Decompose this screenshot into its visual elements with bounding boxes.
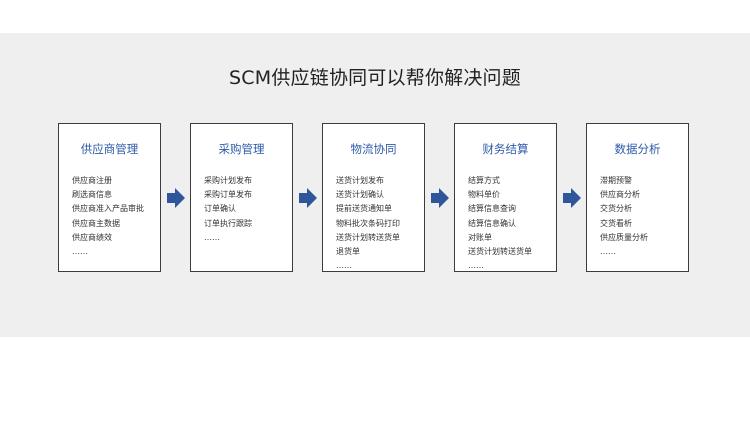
feature-item: 送货计划发布	[336, 176, 384, 185]
module-card-supplier-management: 供应商管理 供应商注册 刷选商信息 供应商准入产品审批 供应商主数据 供应商绩效…	[58, 123, 161, 272]
feature-item: 交货看析	[600, 218, 632, 228]
feature-item: 送货计划转送货单	[468, 247, 532, 257]
module-card-logistics: 物流协同 送货计划发布 送货计划确认 提前送货通知单 物料批次条码打印 送货计划…	[322, 123, 425, 272]
feature-item: 提前送货通知单	[336, 204, 392, 214]
slide-headline: SCM供应链协同可以帮你解决问题	[229, 67, 521, 89]
module-card-finance-settlement: 财务结算 结算方式 物料单价 结算信息查询 结算信息确认 对账单 送货计划转送货…	[454, 123, 557, 272]
feature-item: 采购订单发布	[204, 190, 252, 200]
feature-item: ……	[204, 232, 220, 242]
feature-item: 订单执行跟踪	[204, 218, 252, 228]
module-feature-list: 采购计划发布 采购订单发布 订单确认 订单执行跟踪 ……	[204, 174, 252, 245]
feature-item: 结算信息查询	[468, 204, 516, 214]
right-arrow-icon	[299, 188, 317, 208]
feature-item: 物料批次条码打印	[336, 218, 400, 228]
feature-item: 供应质量分析	[600, 232, 648, 242]
module-title: 供应商管理	[80, 142, 139, 156]
feature-item: 供应商绩效	[72, 232, 112, 242]
feature-item: ……	[600, 247, 616, 257]
right-arrow-icon	[167, 188, 185, 208]
module-title: 物流协同	[350, 142, 397, 156]
module-feature-list: 送货计划发布 送货计划确认 提前送货通知单 物料批次条码打印 送货计划转送货单 …	[336, 174, 400, 273]
right-arrow-icon	[563, 188, 581, 208]
feature-item: 结算方式	[468, 176, 500, 185]
module-title: 财务结算	[482, 142, 529, 156]
feature-item: 送货计划确认	[336, 190, 384, 200]
feature-item: 采购计划发布	[204, 176, 252, 185]
feature-item: 退货单	[336, 247, 360, 257]
feature-item: 供应商主数据	[72, 218, 120, 228]
feature-item: ……	[72, 247, 88, 257]
module-feature-list: 滞期预警 供应商分析 交货分析 交货看析 供应质量分析 ……	[600, 174, 648, 259]
module-feature-list: 供应商注册 刷选商信息 供应商准入产品审批 供应商主数据 供应商绩效 ……	[72, 174, 144, 259]
feature-item: 供应商分析	[600, 190, 640, 200]
feature-item: 交货分析	[600, 204, 632, 214]
feature-item: 供应商准入产品审批	[72, 204, 144, 214]
feature-item: 订单确认	[204, 204, 236, 214]
feature-item: 供应商注册	[72, 176, 112, 185]
module-card-data-analysis: 数据分析 滞期预警 供应商分析 交货分析 交货看析 供应质量分析 ……	[586, 123, 689, 272]
feature-item: 物料单价	[468, 190, 500, 200]
module-feature-list: 结算方式 物料单价 结算信息查询 结算信息确认 对账单 送货计划转送货单 ……	[468, 174, 532, 273]
module-card-procurement: 采购管理 采购计划发布 采购订单发布 订单确认 订单执行跟踪 ……	[190, 123, 293, 272]
feature-item: ……	[336, 261, 352, 271]
feature-item: 结算信息确认	[468, 218, 516, 228]
feature-item: 送货计划转送货单	[336, 232, 400, 242]
module-title: 采购管理	[218, 142, 265, 156]
feature-item: 刷选商信息	[72, 190, 112, 200]
feature-item: ……	[468, 261, 484, 271]
right-arrow-icon	[431, 188, 449, 208]
module-title: 数据分析	[614, 142, 661, 156]
feature-item: 对账单	[468, 232, 492, 242]
feature-item: 滞期预警	[600, 176, 632, 185]
